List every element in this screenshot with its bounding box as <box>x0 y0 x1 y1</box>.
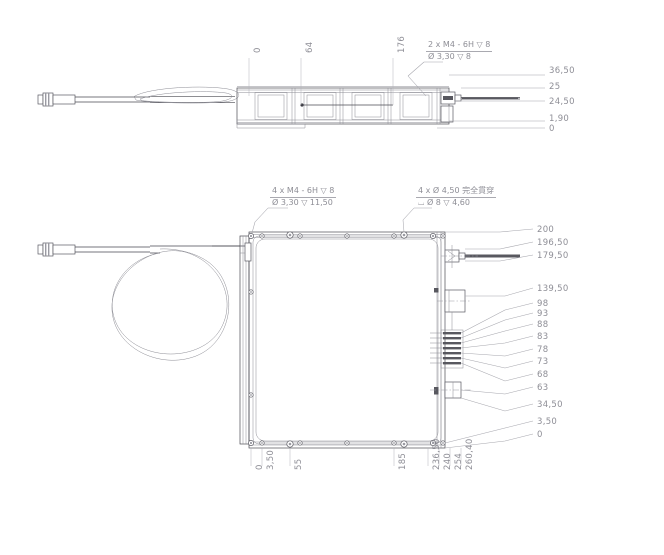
dimension-label: 236,50 <box>432 438 442 470</box>
dimension-label: 0 <box>255 464 265 470</box>
dimension-label: 34,50 <box>537 400 563 410</box>
dimension-label: 3,50 <box>266 449 276 470</box>
right-connector-top <box>440 91 520 123</box>
dimension-label: 64 <box>305 41 315 53</box>
callout-thread-plan: 4 x M4 - 6H ▽ 8 Ø 3,30 ▽ 11,50 <box>270 186 337 208</box>
callout-line-2: ⌴ Ø 8 ▽ 4,60 <box>418 198 470 207</box>
dimension-label: 0 <box>549 124 555 134</box>
callout-line-1: 2 x M4 - 6H ▽ 8 <box>426 40 493 52</box>
dimension-label: 179,50 <box>537 251 569 261</box>
callout-line-2: Ø 3,30 ▽ 11,50 <box>272 198 333 207</box>
mounting-holes-top <box>248 231 446 239</box>
dimension-label: 254 <box>454 452 464 470</box>
callout-counterbore-plan: 4 x Ø 4,50 完全貫穿 ⌴ Ø 8 ▽ 4,60 <box>416 186 497 208</box>
callout-line-1: 4 x Ø 4,50 完全貫穿 <box>416 186 497 198</box>
callout-line-2: Ø 3,30 ▽ 8 <box>428 52 471 61</box>
side-elevation-view <box>37 58 545 129</box>
callout-line-1: 4 x M4 - 6H ▽ 8 <box>270 186 337 198</box>
connector-round <box>441 245 520 268</box>
port-slot-stack <box>430 329 464 369</box>
cable-connector-bottom <box>37 242 76 257</box>
mounting-holes-bottom <box>248 440 446 448</box>
callout-thread-top: 2 x M4 - 6H ▽ 8 Ø 3,30 ▽ 8 <box>426 40 493 62</box>
dimension-label: 78 <box>537 345 549 355</box>
plan-view <box>37 207 534 466</box>
dimension-label: 83 <box>537 332 549 342</box>
dimension-label: 73 <box>537 357 549 367</box>
dimension-label: 240 <box>443 452 453 470</box>
dimension-label: 36,50 <box>549 66 575 76</box>
dimension-label: 260,40 <box>465 438 475 470</box>
dimension-label: 25 <box>549 82 561 92</box>
dimension-label: 55 <box>294 458 304 470</box>
dimension-label: 88 <box>537 320 549 330</box>
dimension-label: 139,50 <box>537 284 569 294</box>
connector-small-bottom <box>430 381 472 399</box>
dimension-label: 93 <box>537 309 549 319</box>
dimension-label: 185 <box>398 452 408 470</box>
connector-rect <box>437 289 470 330</box>
dimension-label: 63 <box>537 383 549 393</box>
dimension-label: 0 <box>537 430 543 440</box>
dimension-label: 0 <box>253 47 263 53</box>
dimension-label: 200 <box>537 225 555 235</box>
dimension-label: 1,90 <box>549 114 570 124</box>
cable-connector-top <box>37 92 76 107</box>
dimension-label: 3,50 <box>537 417 558 427</box>
dimension-label: 196,50 <box>537 238 569 248</box>
dimension-label: 176 <box>397 35 407 53</box>
dimension-label: 68 <box>537 370 549 380</box>
dimension-label: 98 <box>537 299 549 309</box>
dimension-label: 24,50 <box>549 97 575 107</box>
